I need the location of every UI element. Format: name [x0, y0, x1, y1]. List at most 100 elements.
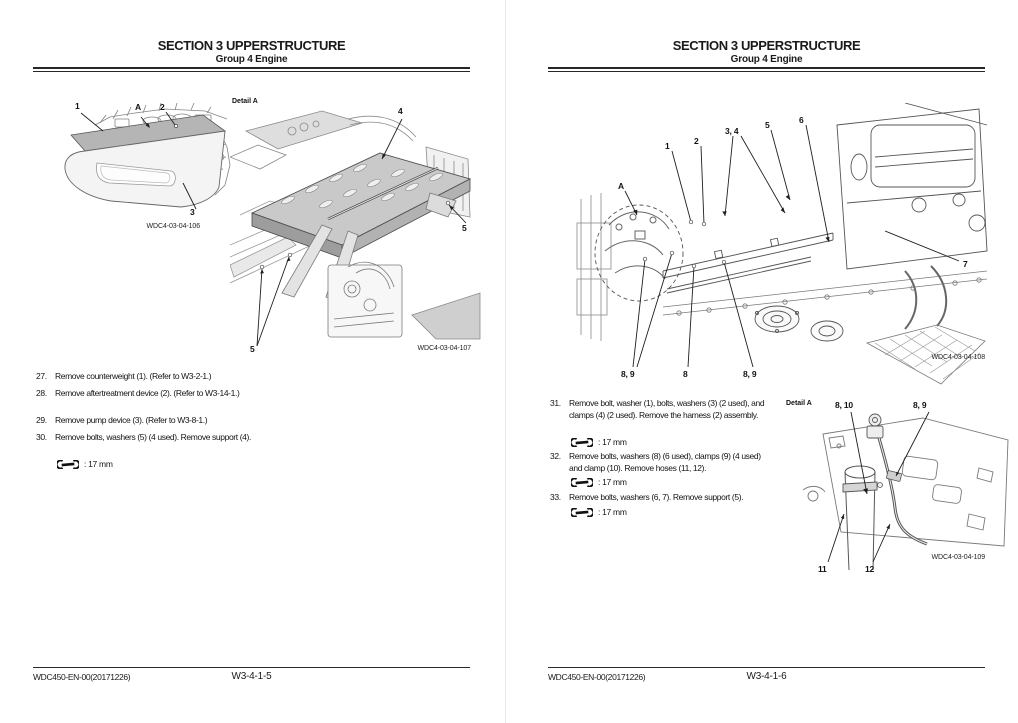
figure-callout: 2	[160, 102, 165, 112]
tool-size-text: : 17 mm	[84, 459, 113, 469]
figure-detail-a-right: Detail A 8, 10 8, 9 11 12 WDC4-03-04-109	[783, 394, 1018, 590]
step-text: Remove aftertreatment device (2). (Refer…	[55, 388, 240, 398]
figure-counterweight: 1 A 2 3 WDC4-03-04-106	[55, 95, 235, 240]
procedure-step: 31. Remove bolt, washer (1), bolts, wash…	[550, 398, 768, 421]
tool-size-text: : 17 mm	[598, 437, 627, 447]
figure-callout: 2	[694, 136, 699, 146]
figure-callout: 3	[190, 207, 195, 217]
step-number: 32.	[550, 451, 561, 461]
step-number: 29.	[36, 415, 47, 425]
grating-hatch	[874, 326, 981, 380]
step-text: Remove bolts, washers (8) (6 used), clam…	[569, 451, 761, 473]
figure-callout: 12	[865, 564, 875, 574]
figure-callout: 8, 9	[621, 369, 635, 379]
arrowhead	[863, 488, 868, 494]
arrowhead	[886, 524, 890, 530]
hoses	[904, 265, 948, 330]
arrowhead	[286, 257, 291, 262]
header-rule	[548, 67, 985, 72]
figure-engine-bay: A 1 2 3, 4 5 6 7 8, 9 8 8, 9 WDC4-03-04-…	[575, 103, 990, 390]
procedure-step: 33. Remove bolts, washers (6, 7). Remove…	[550, 492, 768, 504]
figure-number: WDC4-03-04-107	[417, 345, 472, 352]
harness-lines	[604, 211, 670, 280]
step-number: 28.	[36, 388, 47, 398]
procedure-step: 28. Remove aftertreatment device (2). (R…	[36, 388, 254, 400]
figure-callout: A	[135, 102, 141, 112]
leader-lines	[256, 118, 467, 347]
leader-lines	[624, 124, 960, 368]
leader-lines	[80, 111, 197, 210]
page-number: W3-4-1-6	[746, 671, 787, 682]
tool-size-note: : 17 mm	[57, 459, 113, 469]
figure-callout: 1	[75, 101, 80, 111]
figure-callout: 5	[765, 120, 770, 130]
arrowhead	[449, 205, 454, 210]
engine-bay-illustration	[576, 103, 988, 385]
arrowhead	[825, 236, 830, 242]
arrowhead	[780, 207, 785, 213]
figure-number: WDC4-03-04-109	[931, 554, 986, 561]
tool-size-note: : 17 mm	[571, 507, 627, 517]
arrowhead	[633, 209, 638, 215]
step-text: Remove bolt, washer (1), bolts, washers …	[569, 398, 765, 420]
header-rule	[33, 67, 470, 72]
grating-outline	[865, 324, 986, 385]
page-divider	[505, 0, 506, 723]
figure-callout: 4	[398, 106, 403, 116]
figure-detail-a-left: Detail A 4 5 5 WDC4-03-04-107	[230, 97, 482, 362]
page-title: SECTION 3 UPPERSTRUCTURE	[157, 38, 346, 53]
left-structure-lines	[576, 193, 612, 341]
figure-callout: 7	[963, 259, 968, 269]
detail-a-label: Detail A	[786, 400, 812, 407]
engine-block-lines	[836, 103, 988, 270]
page-subtitle: Group 4 Engine	[215, 54, 288, 65]
wrench-icon	[57, 459, 79, 469]
figure-callout: 1	[665, 141, 670, 151]
footer-rule	[548, 667, 985, 668]
arrowhead	[785, 194, 790, 200]
procedure-step: 29. Remove pump device (3). (Refer to W3…	[36, 415, 254, 427]
panel-lines	[802, 417, 1009, 547]
step-number: 27.	[36, 371, 47, 381]
support-leg	[281, 224, 333, 298]
figure-number: WDC4-03-04-106	[146, 223, 201, 230]
arrowhead	[722, 211, 727, 216]
figure-callout: 5	[462, 223, 467, 233]
step-text: Remove counterweight (1). (Refer to W3-2…	[55, 371, 212, 381]
top-fitting	[866, 413, 884, 439]
plate-slots	[281, 163, 443, 209]
arrowhead	[260, 269, 264, 274]
document-number: WDC450-EN-00(20171226)	[33, 672, 131, 682]
page-number: W3-4-1-5	[231, 671, 272, 682]
figure-callout: 8, 10	[835, 400, 853, 410]
figure-callout: 5	[250, 344, 255, 354]
hose-11-cylinder	[842, 465, 883, 571]
hose-12	[877, 437, 928, 546]
document-number: WDC450-EN-00(20171226)	[548, 672, 646, 682]
step-number: 31.	[550, 398, 561, 408]
procedure-step: 32. Remove bolts, washers (8) (6 used), …	[550, 451, 768, 474]
arrowhead	[896, 471, 900, 476]
page-subtitle: Group 4 Engine	[730, 54, 803, 65]
wrench-icon	[571, 477, 593, 487]
tool-size-note: : 17 mm	[571, 437, 627, 447]
figure-callout: 11	[818, 564, 827, 574]
arrowhead	[145, 123, 150, 128]
figure-callout: 3, 4	[725, 126, 739, 136]
deck-lines	[662, 270, 988, 316]
harness-area-dashed-ellipse	[594, 204, 684, 302]
leader-bolts	[642, 219, 727, 269]
arrowhead	[382, 153, 386, 159]
support-plate-illustration	[230, 110, 481, 347]
step-text: Remove pump device (3). (Refer to W3-8-1…	[55, 415, 208, 425]
step-number: 30.	[36, 432, 47, 442]
hose-detail-illustration	[802, 411, 1009, 571]
pump-assembly	[754, 305, 844, 342]
wrench-icon	[571, 507, 593, 517]
beam-lines	[662, 232, 834, 294]
figure-callout: 8, 9	[743, 369, 757, 379]
figure-callout: A	[618, 181, 624, 191]
counterweight-illustration	[64, 102, 231, 210]
tool-size-text: : 17 mm	[598, 507, 627, 517]
